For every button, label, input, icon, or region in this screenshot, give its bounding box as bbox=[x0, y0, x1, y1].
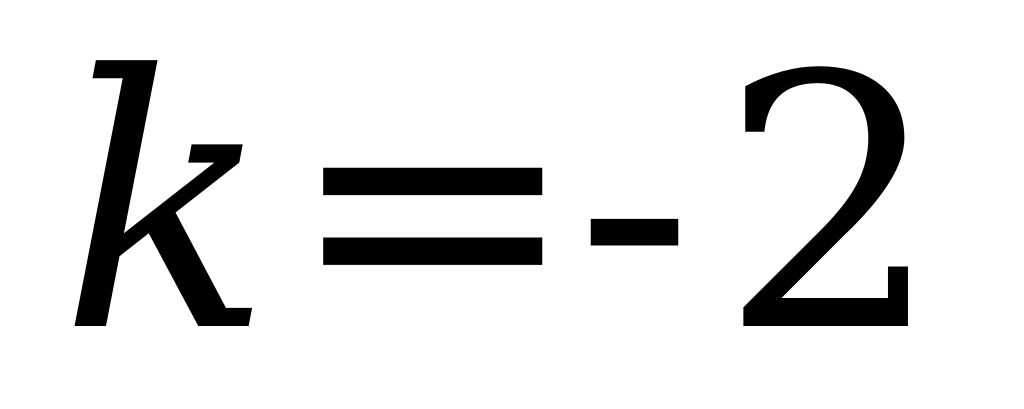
equals-sign: = bbox=[286, 0, 579, 409]
math-equation: k = - 2 bbox=[60, 0, 943, 409]
variable-k: k bbox=[60, 0, 272, 409]
value-number: 2 bbox=[719, 0, 943, 409]
minus-sign: - bbox=[575, 0, 693, 409]
